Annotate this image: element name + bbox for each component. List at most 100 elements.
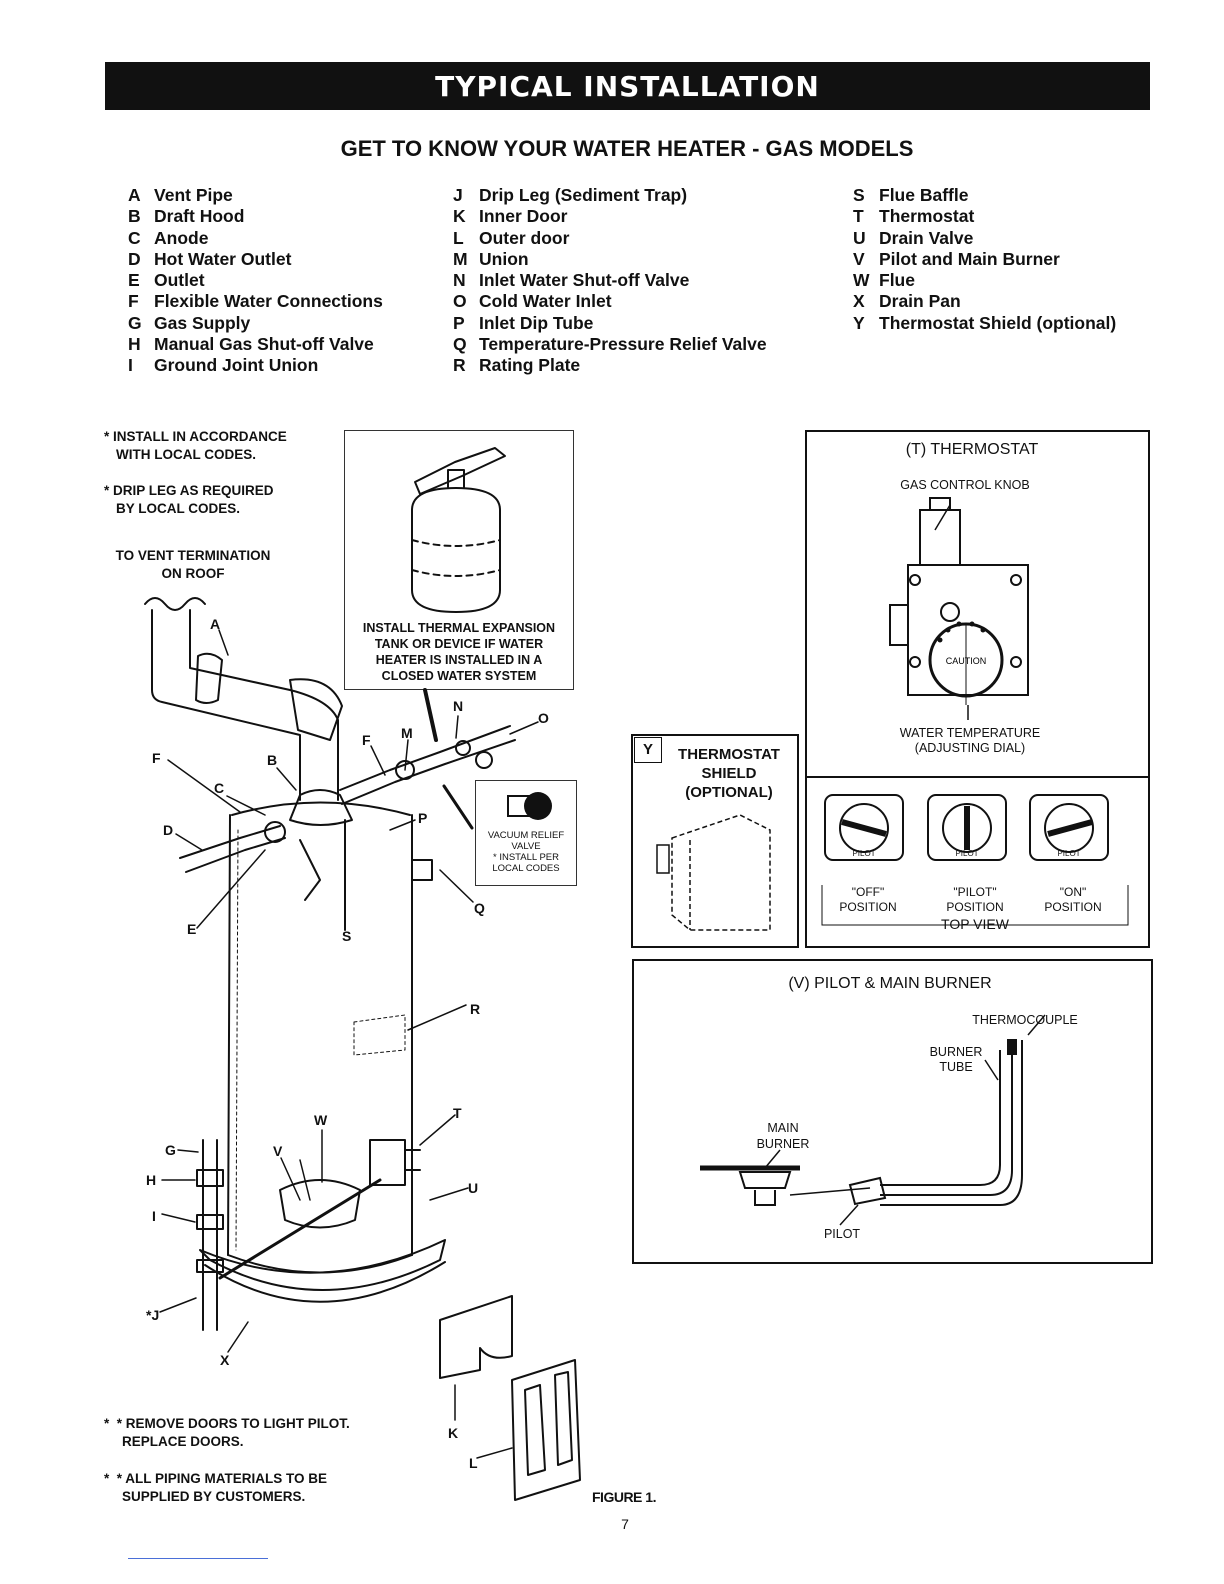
diagram-label-c: C <box>214 780 225 796</box>
tank-body <box>227 801 413 1274</box>
thermostat-shield-box <box>631 734 799 948</box>
svg-text:PILOT: PILOT <box>955 849 978 858</box>
diagram-label-j: *J <box>146 1307 160 1323</box>
expansion-tank <box>411 447 506 613</box>
gas-supply-pipe <box>196 1139 224 1331</box>
pilot-label: PILOT <box>823 1227 861 1241</box>
relief-valve <box>411 859 433 881</box>
gas-control-knob-label: GAS CONTROL KNOB <box>900 478 1030 492</box>
page-subtitle: GET TO KNOW YOUR WATER HEATER - GAS MODE… <box>340 136 914 161</box>
water-temperature-label: WATER TEMPERATURE (ADJUSTING DIAL) <box>899 726 1041 755</box>
diagram-label-l: L <box>469 1455 478 1471</box>
drain-pan <box>199 1239 446 1303</box>
thermostat-drawing <box>889 497 1029 720</box>
diagram-label-r: R <box>470 1001 481 1017</box>
knob-pilot-texts: PILOT PILOT PILOT <box>852 849 1080 858</box>
svg-text:PILOT: PILOT <box>852 849 875 858</box>
diagram-label-h: H <box>146 1172 157 1188</box>
pilot-burner-box <box>632 959 1153 1264</box>
diagram-label-d: D <box>163 822 174 838</box>
knob-off-position <box>824 794 904 861</box>
diagram-label-n: N <box>453 698 464 714</box>
pilot-position-label: "PILOT"POSITION <box>946 885 1004 914</box>
diagram-label-a: A <box>210 616 221 632</box>
diagram-label-q: Q <box>474 900 485 916</box>
draft-hood <box>289 789 353 826</box>
diagram-label-f-left: F <box>152 750 161 766</box>
diagram-label-u: U <box>468 1180 479 1196</box>
note-vent-termination: TO VENT TERMINATION ON ROOF <box>115 548 271 581</box>
temperature-dial-dots <box>937 621 986 643</box>
figure-caption: FIGURE 1. <box>592 1489 656 1505</box>
diagram-label-m: M <box>401 725 413 741</box>
thermostat-title: (T) THERMOSTAT <box>905 441 1039 458</box>
diagram-label-s: S <box>342 928 352 944</box>
note-install-codes: * INSTALL IN ACCORDANCE WITH LOCAL CODES… <box>104 429 287 462</box>
diagram-label-t: T <box>453 1105 462 1121</box>
off-position-label: "OFF"POSITION <box>839 885 897 914</box>
diagram-label-x: X <box>220 1352 230 1368</box>
shield-key: Y <box>634 737 662 763</box>
diagram-label-f-right: F <box>362 732 371 748</box>
caution-text: CAUTION <box>946 656 987 666</box>
diagram-label-i: I <box>152 1208 156 1224</box>
page-banner: TYPICAL INSTALLATION <box>105 62 1150 110</box>
vacuum-relief-box <box>475 780 577 886</box>
vacuum-relief-valve <box>507 792 552 820</box>
note-drip-leg: * DRIP LEG AS REQUIRED BY LOCAL CODES. <box>104 483 274 516</box>
burner-area <box>218 1139 421 1280</box>
svg-text:PILOT: PILOT <box>1057 849 1080 858</box>
thermocouple-label: THERMOCOUPLE <box>972 1013 1078 1027</box>
pilot-burner-drawing <box>700 1014 1046 1226</box>
on-position-label: "ON"POSITION <box>1044 885 1102 914</box>
knob-pilot-position <box>927 794 1007 861</box>
thermostat-box <box>805 430 1150 948</box>
diagram-label-e: E <box>187 921 197 937</box>
vacuum-relief-caption: VACUUM RELIEF VALVE * INSTALL PER LOCAL … <box>487 830 565 874</box>
pilot-burner-title: (V) PILOT & MAIN BURNER <box>788 975 992 992</box>
note-piping: * * ALL PIPING MATERIALS TO BE SUPPLIED … <box>104 1471 328 1504</box>
diagram-label-g: G <box>165 1142 176 1158</box>
inner-door <box>439 1295 513 1379</box>
footnote-rule <box>128 1558 268 1559</box>
top-view-label: TOP VIEW <box>925 916 1025 932</box>
diagram-label-k: K <box>448 1425 459 1441</box>
diagram-label-o: O <box>538 710 549 726</box>
top-view-knobs <box>821 794 1129 926</box>
knob-on-position <box>1029 794 1109 861</box>
diagram-label-p: P <box>418 810 428 826</box>
expansion-tank-box <box>344 430 574 690</box>
page-number: 7 <box>621 1516 629 1532</box>
water-connections <box>179 725 516 931</box>
expansion-arrow <box>423 688 438 742</box>
diagram-label-v: V <box>273 1143 283 1159</box>
thermostat-shield-drawing <box>656 814 771 931</box>
shield-caption: THERMOSTAT SHIELD (OPTIONAL) <box>678 746 780 801</box>
